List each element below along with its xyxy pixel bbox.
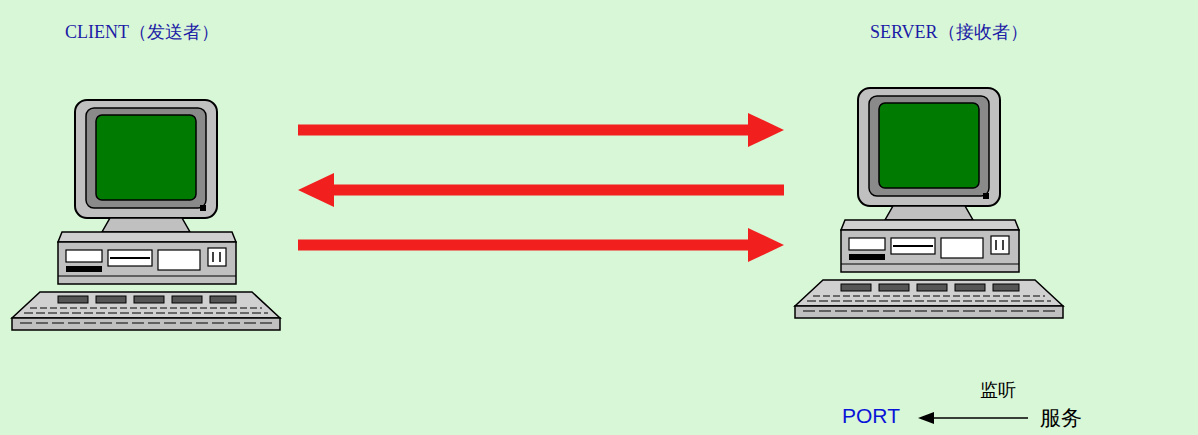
listen-arrow bbox=[928, 417, 1028, 419]
arrow-head bbox=[918, 412, 934, 424]
message-arrow bbox=[298, 228, 784, 262]
computer-node: CLIENT（发送者） bbox=[10, 12, 292, 334]
listen-label: 监听 bbox=[980, 378, 1016, 402]
node-heading: CLIENT（发送者） bbox=[65, 20, 219, 44]
computer-node: SERVER（接收者） bbox=[790, 12, 1072, 334]
service-label: 服务 bbox=[1040, 404, 1082, 432]
message-arrow bbox=[298, 113, 784, 147]
server-computer bbox=[795, 88, 1063, 318]
client-computer bbox=[12, 100, 280, 330]
node-heading: SERVER（接收者） bbox=[870, 20, 1028, 44]
message-arrow bbox=[298, 173, 784, 207]
port-label: PORT bbox=[842, 404, 900, 428]
